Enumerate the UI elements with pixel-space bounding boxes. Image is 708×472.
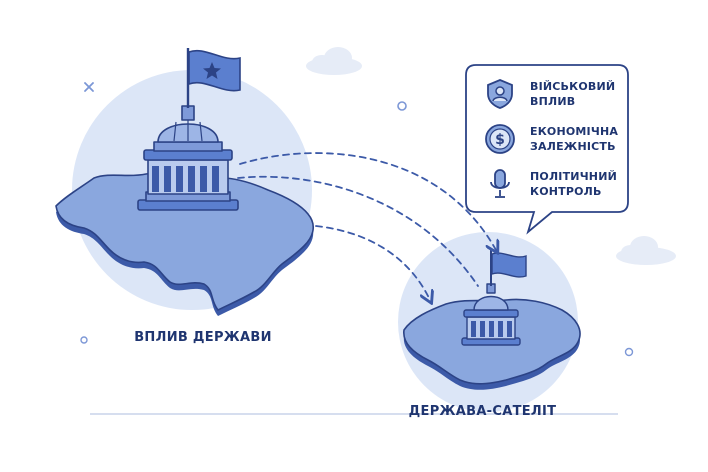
sparkle-dot-icon bbox=[397, 101, 407, 111]
legend-text-line: ЗАЛЕЖНІСТЬ bbox=[530, 140, 616, 153]
shield-person-icon bbox=[487, 79, 513, 109]
legend-item-military: ВІЙСЬКОВИЙ ВПЛИВ bbox=[484, 78, 615, 110]
legend-item-economic: $ ЕКОНОМІЧНА ЗАЛЕЖНІСТЬ bbox=[484, 123, 618, 155]
microphone-icon bbox=[490, 169, 510, 198]
influence-arrows bbox=[237, 152, 496, 300]
legend-text-line: ЕКОНОМІЧНА bbox=[530, 125, 619, 138]
satellite-state-flag bbox=[490, 250, 527, 286]
sparkle-cross-icon bbox=[84, 82, 94, 92]
legend-callout: ВІЙСЬКОВИЙ ВПЛИВ $ ЕКОНОМІЧНА ЗАЛЕЖНІСТЬ… bbox=[466, 65, 626, 213]
legend-callout-bubble bbox=[465, 64, 629, 235]
dollar-coin-icon: $ bbox=[485, 124, 515, 154]
satellite-state-building bbox=[461, 283, 521, 346]
legend-text-line: ВІЙСЬКОВИЙ bbox=[530, 80, 616, 93]
cloud-icon bbox=[616, 236, 676, 265]
sparkle-dot-icon bbox=[80, 336, 88, 344]
legend-text-line: КОНТРОЛЬ bbox=[530, 185, 602, 198]
main-state-building bbox=[137, 105, 239, 211]
cloud-icon bbox=[306, 47, 362, 75]
sparkle-dot-icon bbox=[624, 347, 634, 357]
star-icon bbox=[203, 62, 221, 79]
main-state-flag bbox=[186, 48, 241, 108]
legend-text-line: ПОЛІТИЧНИЙ bbox=[530, 170, 618, 183]
legend-text-line: ВПЛИВ bbox=[530, 95, 576, 108]
legend-item-political: ПОЛІТИЧНИЙ КОНТРОЛЬ bbox=[484, 168, 617, 200]
svg-text:$: $ bbox=[495, 132, 505, 148]
main-state-label: ВПЛИВ ДЕРЖАВИ bbox=[134, 330, 272, 345]
main-state-territory bbox=[55, 172, 315, 316]
satellite-state-label: ДЕРЖАВА-САТЕЛІТ bbox=[408, 404, 557, 419]
